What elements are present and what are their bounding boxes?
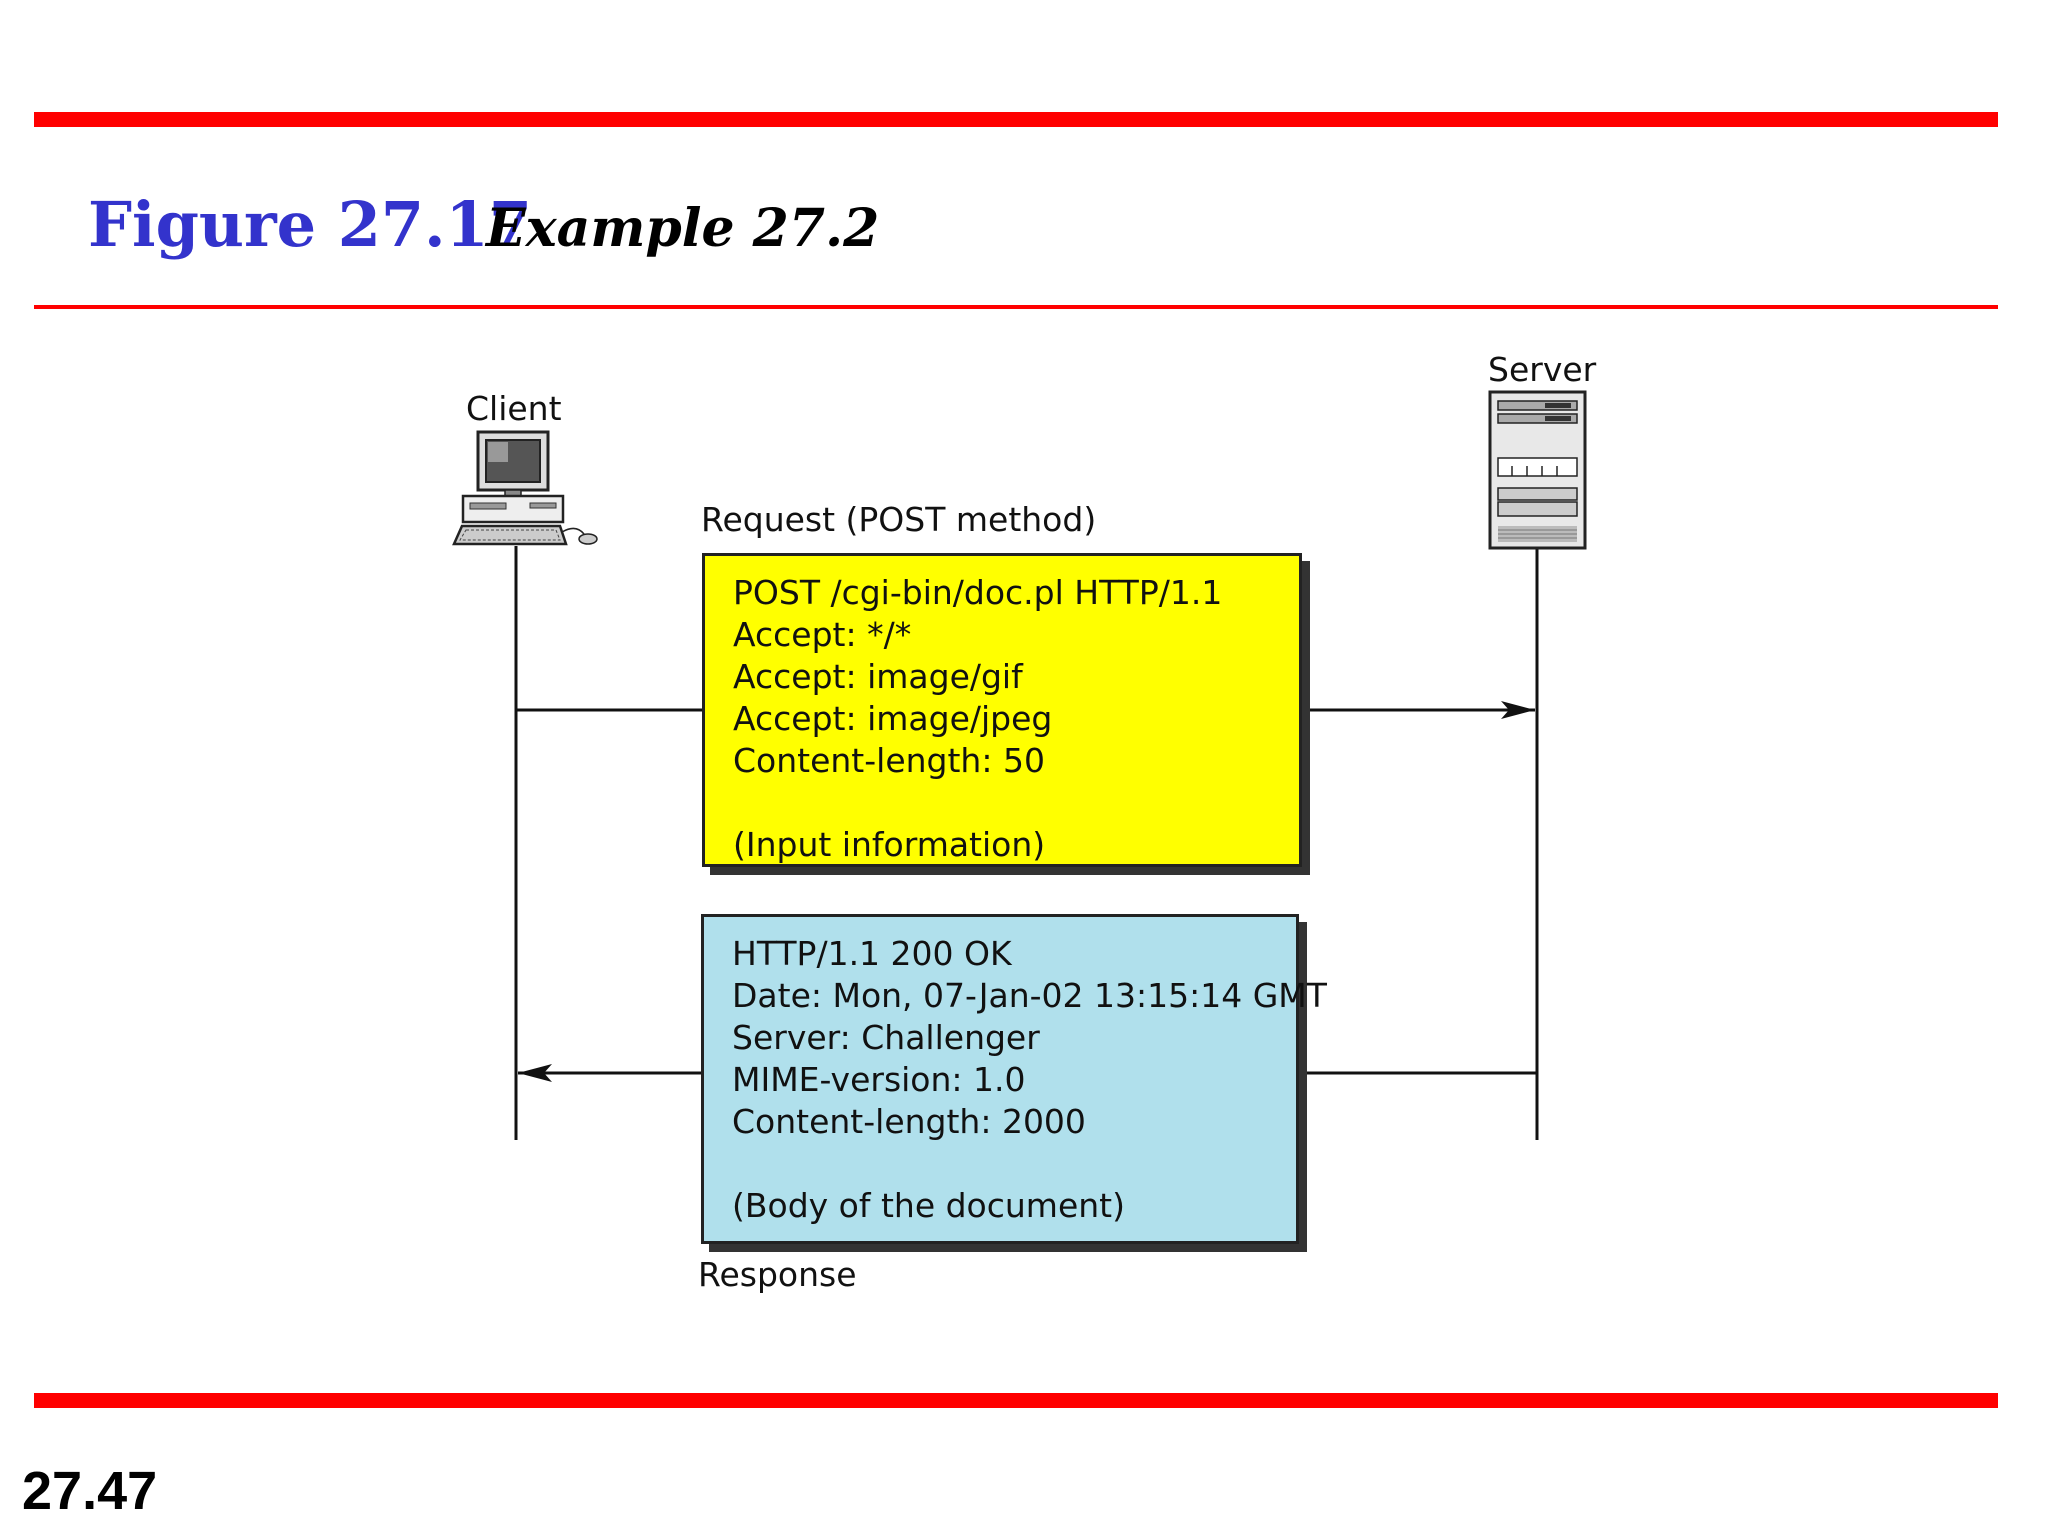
response-header-line: Date: Mon, 07-Jan-02 13:15:14 GMT <box>732 976 1327 1015</box>
response-header-line: MIME-version: 1.0 <box>732 1060 1026 1099</box>
figure-title: Figure 27.17 <box>88 188 532 261</box>
slide-number: 27.47 <box>22 1461 158 1521</box>
request-header-line: Content-length: 50 <box>733 741 1045 780</box>
top-red-rule <box>34 112 1998 127</box>
client-label: Client <box>466 389 562 428</box>
request-label: Request (POST method) <box>701 500 1097 539</box>
server-label: Server <box>1488 350 1597 389</box>
server-tower-icon <box>1488 390 1587 550</box>
response-body-line: (Body of the document) <box>732 1186 1125 1225</box>
response-blank-line <box>732 1143 1296 1185</box>
status-line: HTTP/1.1 200 OK <box>732 934 1012 973</box>
example-subtitle: Example 27.2 <box>486 198 880 259</box>
request-body-line: (Input information) <box>733 825 1046 864</box>
request-message-box: POST /cgi-bin/doc.pl HTTP/1.1 Accept: */… <box>702 553 1302 867</box>
title-underline-rule <box>34 305 1998 309</box>
response-label: Response <box>698 1255 857 1294</box>
request-header-line: Accept: image/jpeg <box>733 699 1053 738</box>
desktop-computer-icon <box>452 430 598 546</box>
response-header-line: Content-length: 2000 <box>732 1102 1086 1141</box>
request-header-line: Accept: image/gif <box>733 657 1023 696</box>
request-header-line: Accept: */* <box>733 615 912 654</box>
response-message-box: HTTP/1.1 200 OK Date: Mon, 07-Jan-02 13:… <box>701 914 1327 1244</box>
bottom-red-rule <box>34 1393 1998 1408</box>
request-blank-line <box>733 782 1299 824</box>
response-header-line: Server: Challenger <box>732 1018 1040 1057</box>
request-line: POST /cgi-bin/doc.pl HTTP/1.1 <box>733 573 1223 612</box>
